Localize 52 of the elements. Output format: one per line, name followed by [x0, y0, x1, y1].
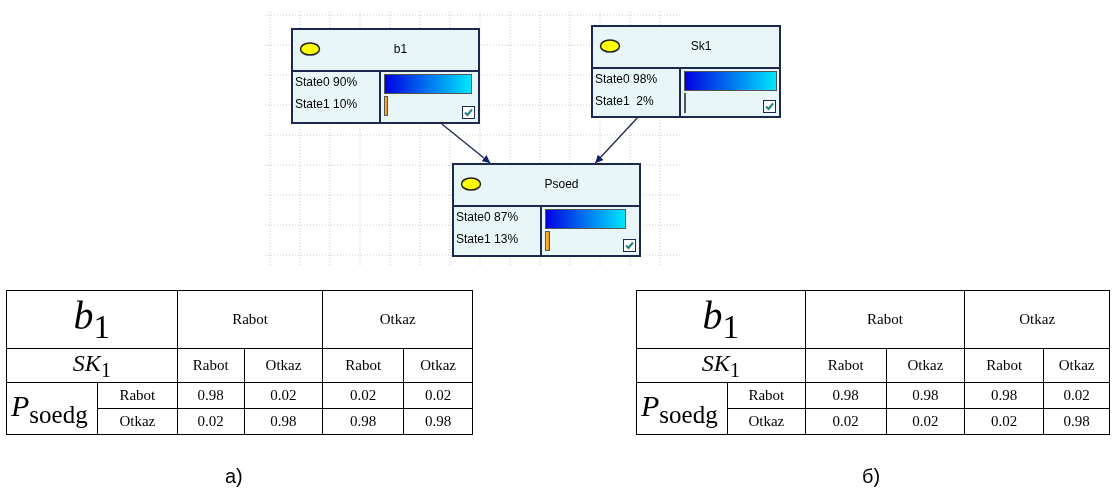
arrow: [441, 123, 491, 164]
network-node: [452, 163, 641, 257]
table-cell: 0.02: [886, 408, 965, 435]
node-title: Psoed: [543, 177, 580, 191]
network-node: [591, 25, 781, 118]
table-cell: Otkaz: [403, 348, 473, 383]
table-cell: 0.98: [177, 382, 245, 409]
table-cell: 0.02: [1043, 382, 1110, 409]
network-node: [291, 28, 480, 124]
state-label: State1 13%: [456, 232, 519, 246]
table-cell: 0.02: [403, 382, 473, 409]
table-cell: 0.98: [322, 408, 404, 435]
table-cell: Rabot: [964, 348, 1044, 383]
state-label: State0 98%: [595, 72, 658, 86]
table-cell: 0.98: [964, 382, 1044, 409]
table-cell: 0.98: [403, 408, 473, 435]
table-cell: SK$_{1}$: [636, 348, 806, 383]
table-cell: 0.02: [244, 382, 323, 409]
table-cell: 0.98: [805, 382, 887, 409]
node-title: Sk1: [689, 39, 713, 53]
table-cell: 0.98: [886, 382, 965, 409]
node-title: b1: [392, 42, 409, 56]
table-cell: Rabot: [322, 348, 404, 383]
table-cell: Otkaz: [322, 290, 473, 349]
table-cell: Otkaz: [97, 408, 178, 435]
table-cell: Rabot: [177, 348, 245, 383]
table-cell: 0.02: [177, 408, 245, 435]
table-cell: 0.98: [1043, 408, 1110, 435]
table-cell: Rabot: [177, 290, 323, 349]
state-label: State1 2%: [595, 94, 654, 108]
state-label: State0 90%: [295, 75, 358, 89]
table-cell: 0.02: [322, 382, 404, 409]
panel-caption: б): [862, 465, 881, 488]
table-cell: 0.98: [244, 408, 323, 435]
table-cell: Otkaz: [886, 348, 965, 383]
table-cell: Rabot: [805, 348, 887, 383]
table-cell: Otkaz: [244, 348, 323, 383]
panel-caption: а): [225, 465, 243, 488]
state-label: State0 87%: [456, 210, 519, 224]
state-label: State1 10%: [295, 97, 358, 111]
table-cell: Otkaz: [964, 290, 1110, 349]
table-cell: 0.02: [964, 408, 1044, 435]
table-cell: Rabot: [727, 382, 806, 409]
table-cell: b$_{1}$: [636, 290, 806, 349]
table-cell: Rabot: [97, 382, 178, 409]
table-cell: Rabot: [805, 290, 965, 349]
table-cell: SK$_{1}$: [6, 348, 178, 383]
table-cell: b$_{1}$: [6, 290, 178, 349]
table-cell: Otkaz: [727, 408, 806, 435]
arrow: [594, 117, 638, 164]
table-cell: 0.02: [805, 408, 887, 435]
table-cell: Otkaz: [1043, 348, 1110, 383]
